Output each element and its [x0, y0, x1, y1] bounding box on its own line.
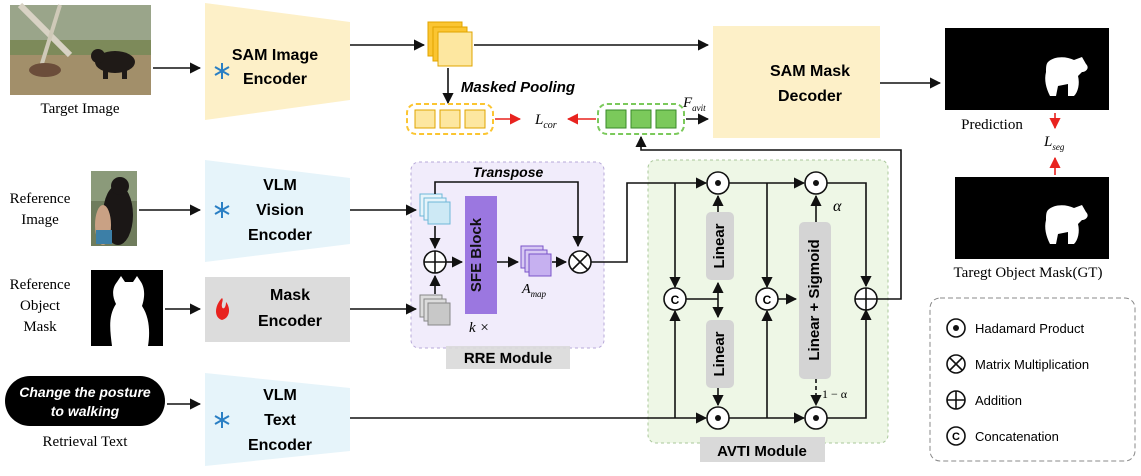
concat-op: C — [663, 287, 687, 311]
reference-mask-label-3: Mask — [23, 319, 57, 335]
addition-op — [854, 287, 878, 311]
svg-text:Linear: Linear — [711, 331, 728, 376]
gt-mask — [955, 177, 1109, 259]
matmul-op — [568, 250, 592, 274]
sfe-block-label: SFE Block — [468, 217, 485, 292]
reference-mask-label-1: Reference — [10, 277, 71, 293]
retrieval-bubble-line-2: to walking — [51, 403, 120, 419]
vlm-text-encoder-line-3: Encoder — [248, 437, 312, 454]
k-times-label: k × — [469, 320, 490, 336]
sfe-block: SFE Block — [465, 196, 497, 314]
l-seg-label: Lseg — [1043, 134, 1065, 152]
rre-module-title: RRE Module — [464, 350, 552, 367]
linear-sigmoid: Linear + Sigmoid — [799, 222, 831, 379]
mask-encoder-line-2: Encoder — [258, 313, 322, 330]
svg-text:C: C — [763, 293, 772, 307]
mask-encoder-line-1: Mask — [270, 287, 310, 304]
vlm-text-encoder-line-2: Text — [264, 412, 296, 429]
retrieval-text-label: Retrieval Text — [43, 434, 129, 450]
mask-encoder: Mask Encoder — [205, 277, 350, 342]
hadamard-op — [706, 406, 730, 430]
sam-mask-decoder-line-2: Decoder — [778, 88, 842, 105]
f-avit-label: Favit — [682, 95, 706, 113]
vlm-vision-encoder: VLM Vision Encoder — [205, 160, 350, 262]
reference-image-label-2: Image — [21, 212, 59, 228]
l-cor-label: Lcor — [534, 112, 557, 131]
flame-icon — [216, 298, 230, 320]
gt-label: Taregt Object Mask(GT) — [954, 265, 1103, 281]
legend-hadamard-label: Hadamard Product — [975, 321, 1084, 336]
avti-module-title: AVTI Module — [717, 443, 807, 460]
transpose-path — [434, 181, 584, 248]
concat-op: C — [755, 287, 779, 311]
attention-map-stack — [520, 245, 552, 277]
snowflake-icon — [214, 202, 230, 218]
legend-addition-label: Addition — [975, 393, 1022, 408]
hadamard-op — [706, 171, 730, 195]
vlm-text-encoder-line-1: VLM — [263, 387, 297, 404]
target-image-label: Target Image — [40, 101, 119, 117]
vlm-vision-encoder-line-1: VLM — [263, 177, 297, 194]
sam-mask-decoder: SAM Mask Decoder — [713, 26, 880, 138]
legend-concat-icon: C — [946, 426, 966, 446]
hadamard-op — [804, 171, 828, 195]
retrieval-text-bubble: Change the posture to walking — [5, 376, 165, 426]
alpha-label: α — [833, 198, 842, 215]
arrow — [591, 177, 708, 263]
snowflake-icon — [214, 412, 230, 428]
sam-feature-stack — [427, 21, 473, 67]
svg-text:C: C — [952, 431, 960, 443]
svg-text:Linear + Sigmoid: Linear + Sigmoid — [806, 239, 823, 360]
sam-mask-decoder-line-1: SAM Mask — [770, 63, 850, 80]
mask-feature-stack — [419, 294, 451, 326]
snowflake-icon — [214, 63, 230, 79]
arrow — [827, 308, 872, 419]
one-minus-alpha-label: 1 − α — [822, 387, 848, 401]
sam-image-encoder: SAM Image Encoder — [205, 3, 350, 120]
linear-top: Linear — [706, 212, 734, 280]
arrow — [827, 182, 872, 288]
legend-hadamard-icon — [946, 318, 966, 338]
legend: Hadamard Product Matrix Multiplication A… — [929, 297, 1136, 462]
pooled-green-features — [597, 103, 685, 135]
masked-pooling-label: Masked Pooling — [461, 79, 575, 96]
reference-mask — [91, 270, 163, 346]
prediction-label: Prediction — [961, 117, 1023, 133]
prediction-mask — [945, 28, 1109, 110]
pooled-yellow-features — [406, 103, 494, 135]
arrow — [635, 135, 902, 300]
a-map-label: Amap — [521, 282, 547, 299]
legend-matmul-label: Matrix Multiplication — [975, 357, 1089, 372]
vlm-vision-encoder-line-3: Encoder — [248, 227, 312, 244]
reference-image — [91, 171, 137, 246]
hadamard-op — [804, 406, 828, 430]
legend-addition-icon — [946, 390, 966, 410]
legend-concat-label: Concatenation — [975, 429, 1059, 444]
transpose-label: Transpose — [473, 164, 544, 180]
sam-image-encoder-line-1: SAM Image — [232, 47, 318, 64]
target-image — [10, 2, 151, 95]
vlm-vision-encoder-line-2: Vision — [256, 202, 304, 219]
reference-image-label-1: Reference — [10, 191, 71, 207]
svg-text:C: C — [671, 293, 680, 307]
reference-mask-label-2: Object — [20, 298, 61, 314]
svg-text:Linear: Linear — [711, 223, 728, 268]
legend-matmul-icon — [946, 354, 966, 374]
linear-bottom: Linear — [706, 320, 734, 388]
retrieval-bubble-line-1: Change the posture — [19, 384, 151, 400]
sam-image-encoder-line-2: Encoder — [243, 71, 307, 88]
rre-module-region — [410, 161, 605, 349]
vlm-text-encoder: VLM Text Encoder — [205, 373, 350, 466]
vision-feature-stack — [419, 193, 451, 225]
